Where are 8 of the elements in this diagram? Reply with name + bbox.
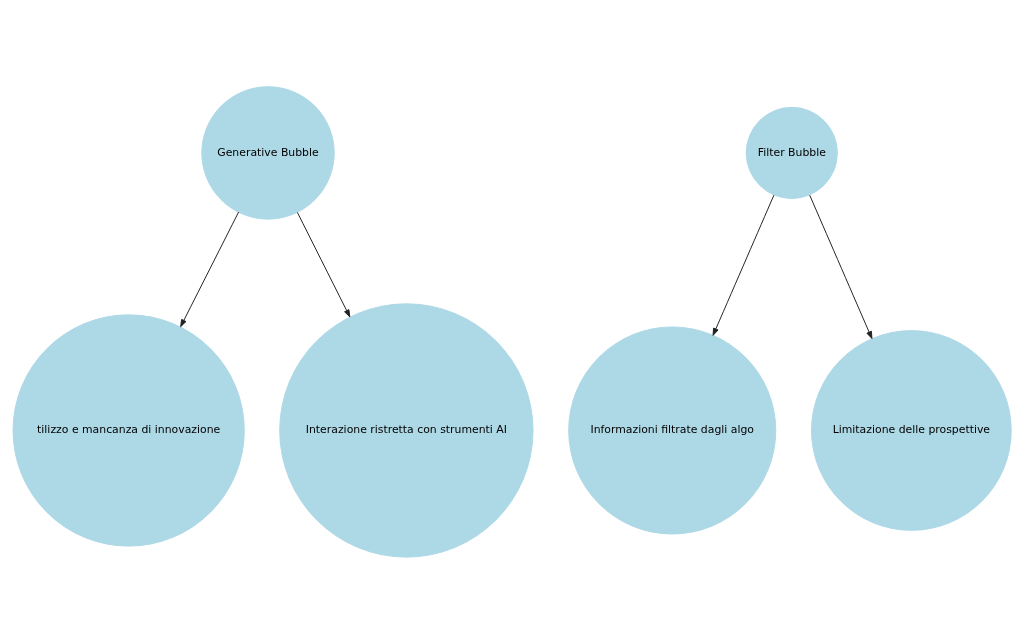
- arrow: [296, 211, 351, 317]
- node-circle: Generative Bubble: [201, 85, 335, 220]
- node-circle: Interazione ristretta con strumenti AI: [279, 302, 534, 558]
- node-circle: tilizzo e mancanza di innovazione: [12, 313, 245, 547]
- node-circle: Filter Bubble: [745, 106, 838, 199]
- arrow: [712, 194, 775, 336]
- arrow: [809, 194, 873, 339]
- arrow: [180, 211, 240, 327]
